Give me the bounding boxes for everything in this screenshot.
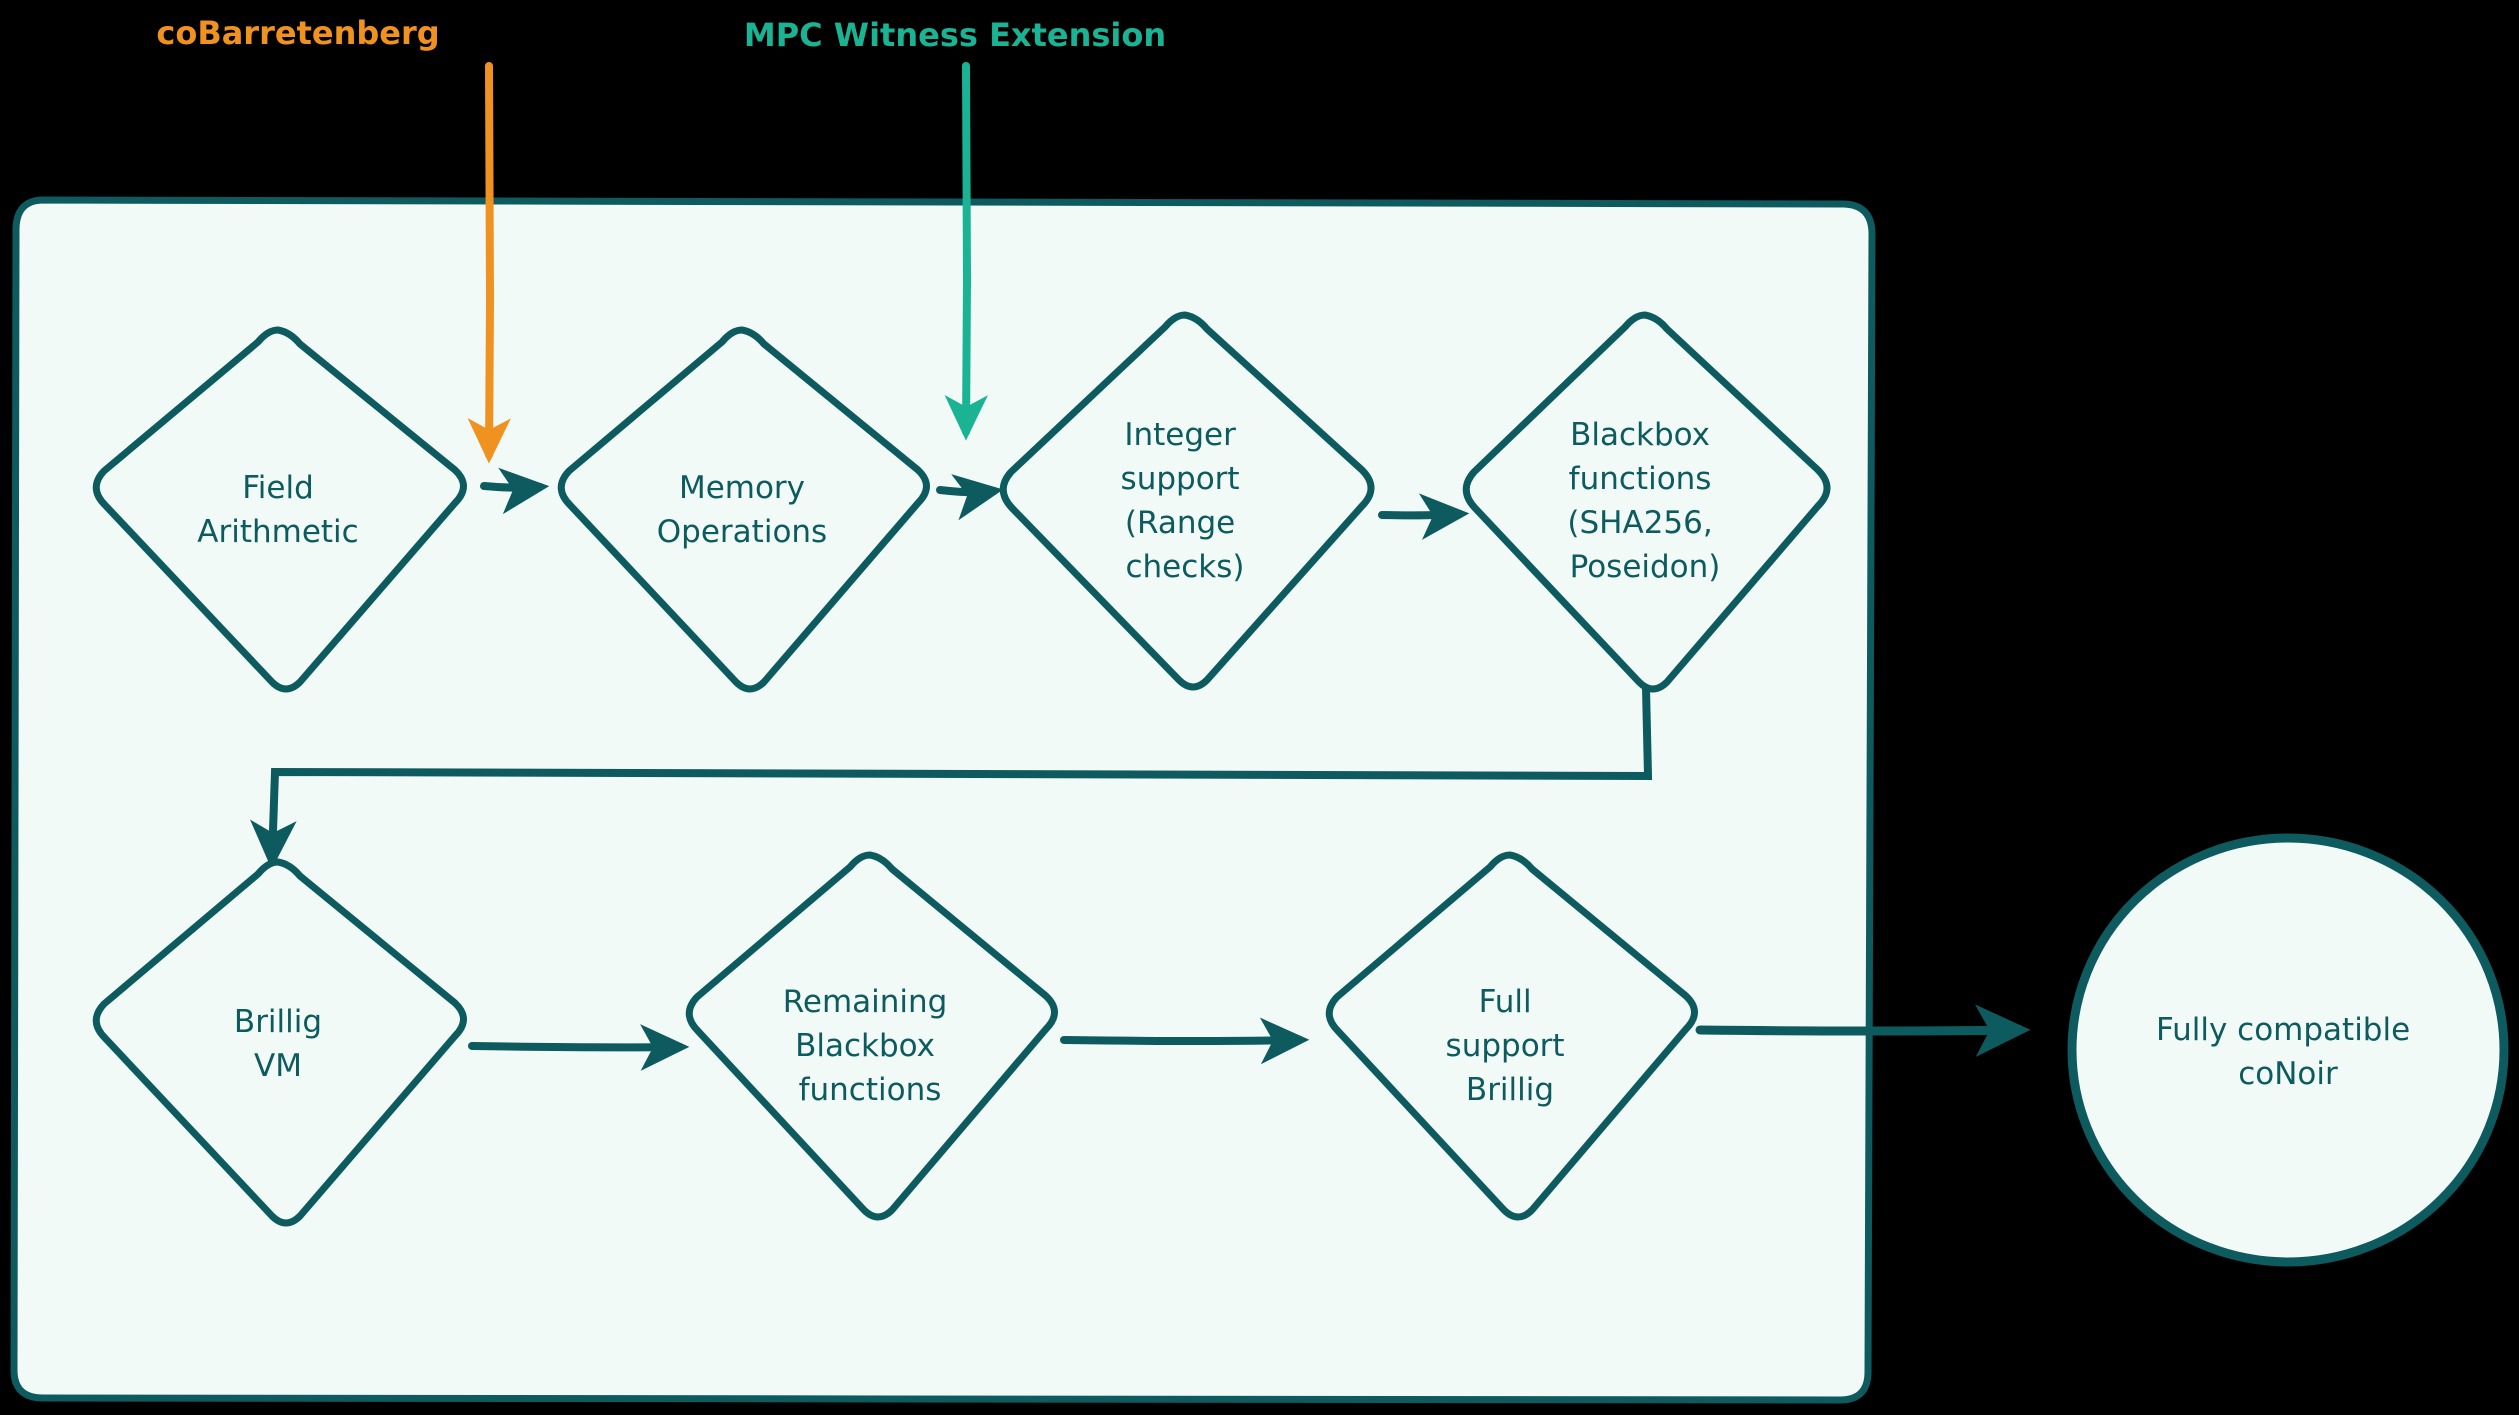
- edge-full-to-conoir: [1695, 1004, 2031, 1057]
- edge-blackbox-to-brillig-vm: [250, 684, 1653, 870]
- edge-brillig-to-remaining: [468, 1024, 690, 1071]
- node-full-support-brillig[interactable]: Full support Brillig: [1325, 851, 1698, 1221]
- node-remaining-blackbox[interactable]: Remaining Blackbox functions: [685, 851, 1058, 1221]
- edge-field-to-memory: [480, 467, 550, 515]
- edge-remaining-to-full: [1060, 1017, 1310, 1065]
- node-fully-compatible-conoir[interactable]: Fully compatible coNoir: [2067, 833, 2509, 1267]
- node-label-full-support-brillig: Full support Brillig: [1446, 984, 1575, 1108]
- annotation-label-cobarretenberg: coBarretenberg: [156, 14, 439, 52]
- node-label-blackbox-functions: Blackbox functions (SHA256, Poseidon): [1567, 417, 1722, 585]
- node-blackbox-functions[interactable]: Blackbox functions (SHA256, Poseidon): [1462, 311, 1831, 693]
- node-label-integer-support: Integer support (Range checks): [1121, 417, 1250, 585]
- annotation-label-mpc-witness-extension: MPC Witness Extension: [744, 16, 1166, 54]
- node-label-fully-compatible-conoir: Fully compatible coNoir: [2156, 1012, 2420, 1092]
- node-label-remaining-blackbox: Remaining Blackbox functions: [783, 984, 957, 1108]
- node-integer-support[interactable]: Integer support (Range checks): [999, 311, 1375, 691]
- edge-integer-to-blackbox: [1378, 493, 1470, 540]
- annotation-arrow-mpc-witness-extension: [944, 62, 988, 441]
- annotation-arrow-cobarretenberg: [467, 62, 511, 464]
- edge-memory-to-integer: [936, 474, 1004, 521]
